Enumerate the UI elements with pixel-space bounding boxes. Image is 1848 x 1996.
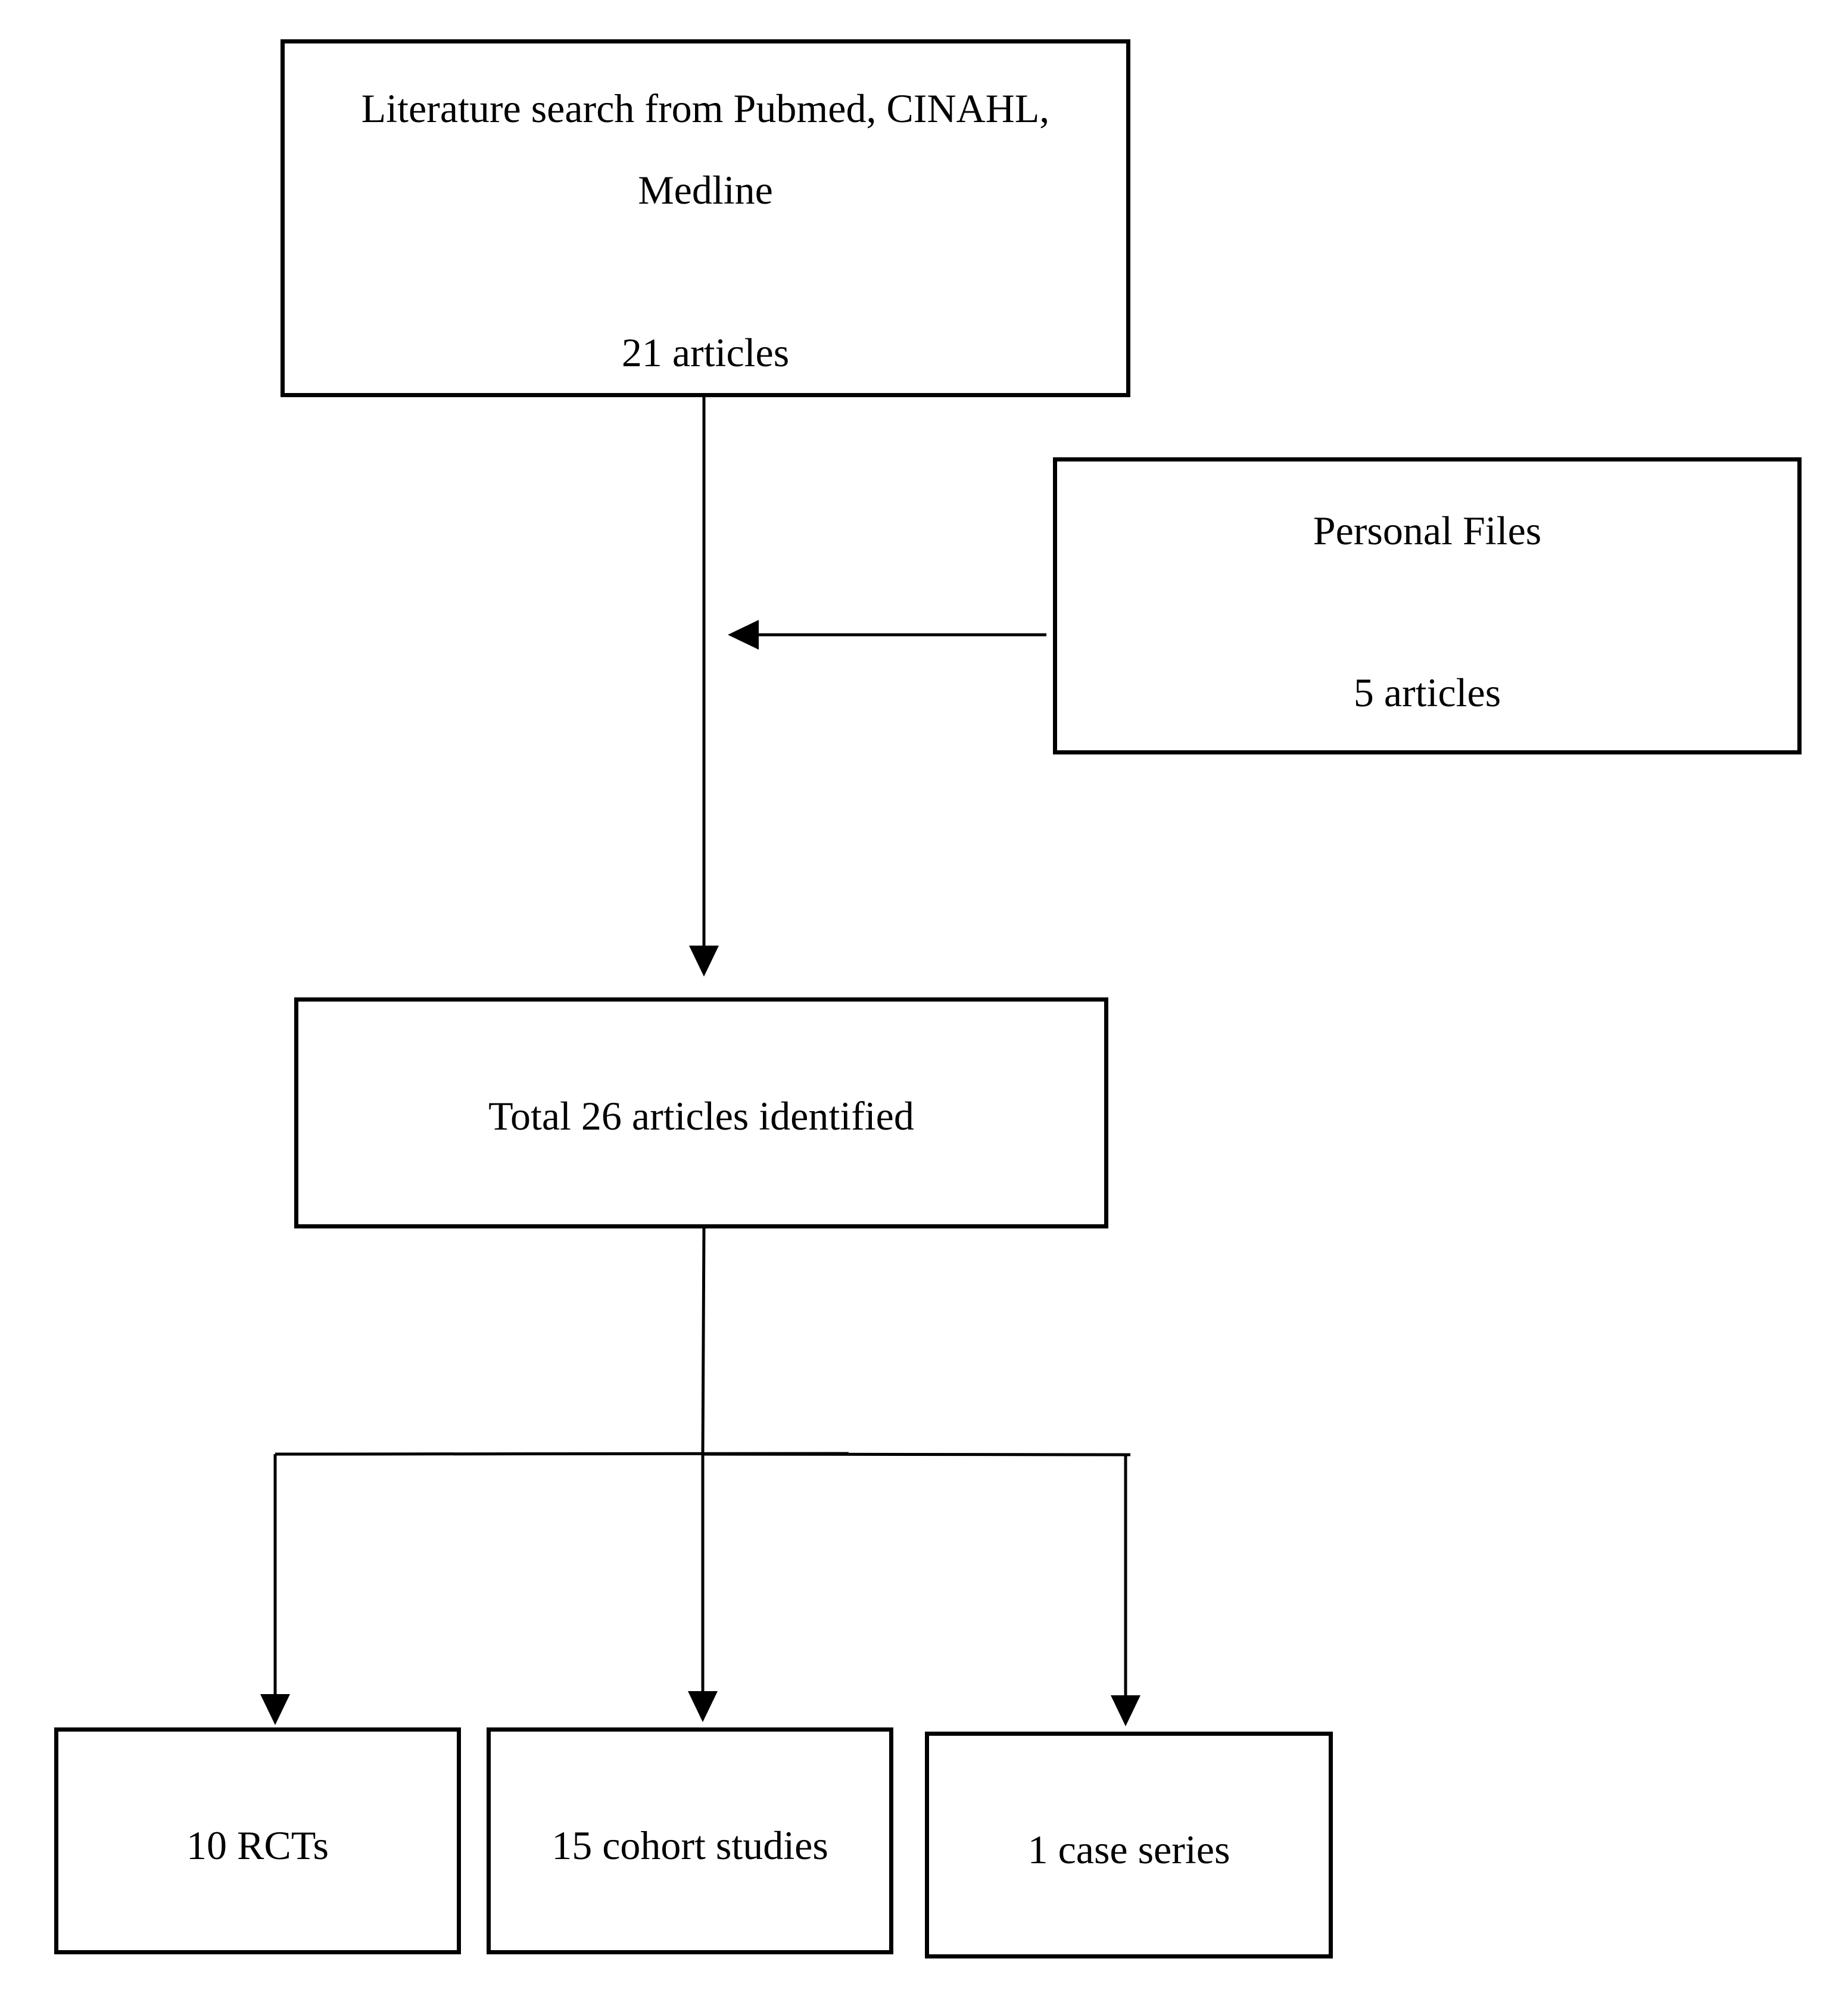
personal-files-count: 5 articles bbox=[1353, 670, 1501, 715]
total-text: Total 26 articles identified bbox=[488, 1093, 914, 1139]
rcts-box: 10 RCTs bbox=[54, 1727, 461, 1954]
cohort-text: 15 cohort studies bbox=[551, 1823, 828, 1868]
literature-search-line1: Literature search from Pubmed, CINAHL, bbox=[361, 86, 1050, 131]
case-series-text: 1 case series bbox=[1027, 1827, 1230, 1872]
arrowhead-icon bbox=[260, 1694, 290, 1725]
arrowhead-icon bbox=[688, 1691, 718, 1722]
edge-personal-to-total bbox=[728, 620, 1046, 650]
arrowhead-icon bbox=[689, 946, 719, 977]
arrowhead-icon bbox=[728, 620, 759, 650]
cohort-box: 15 cohort studies bbox=[487, 1727, 893, 1954]
edge-literature-to-total bbox=[689, 397, 719, 977]
personal-files-title: Personal Files bbox=[1313, 508, 1542, 553]
rcts-text: 10 RCTs bbox=[186, 1823, 329, 1868]
edge-total-to-branches bbox=[275, 1227, 1131, 1457]
literature-search-count: 21 articles bbox=[621, 330, 790, 375]
case-series-box: 1 case series bbox=[925, 1732, 1333, 1958]
edge-total-to-case-series bbox=[1111, 1455, 1140, 1726]
total-box: Total 26 articles identified bbox=[294, 997, 1108, 1228]
literature-search-line2: Medline bbox=[638, 167, 773, 213]
arrowhead-icon bbox=[1111, 1695, 1140, 1726]
literature-search-box: Literature search from Pubmed, CINAHL, M… bbox=[281, 39, 1130, 397]
personal-files-box: Personal Files 5 articles bbox=[1053, 457, 1802, 754]
edge-total-to-rcts bbox=[260, 1454, 290, 1725]
edge-total-to-cohort bbox=[688, 1453, 718, 1722]
